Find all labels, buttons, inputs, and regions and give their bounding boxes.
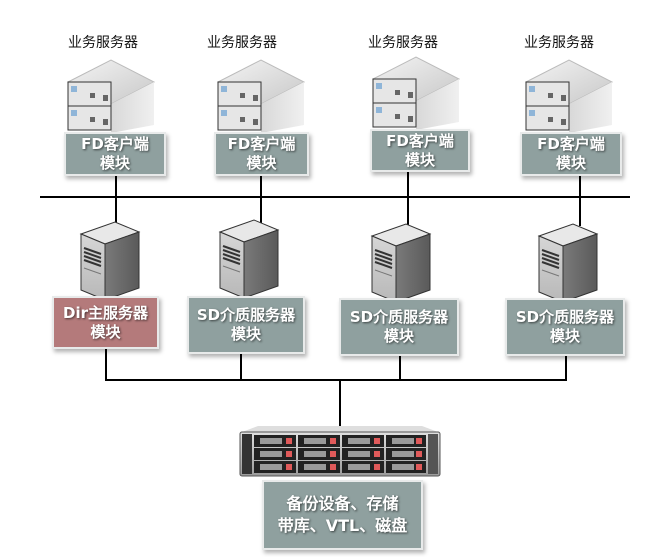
fd-client-module-box: FD客户端 模块: [520, 132, 622, 176]
module-label-line2: 模块: [404, 150, 435, 169]
connector-client-3: [407, 172, 409, 234]
fd-client-module-box: FD客户端 模块: [370, 129, 470, 172]
rack-server-icon: [66, 59, 156, 133]
rack-server-icon: [216, 59, 306, 133]
connector-client-2: [260, 176, 262, 224]
tower-server-icon: [79, 221, 141, 301]
business-server-title: 业务服务器: [207, 35, 277, 51]
storage-label-line2: 带库、VTL、磁盘: [277, 516, 408, 535]
network-bus-top: [40, 196, 630, 198]
module-label-line1: FD客户端: [386, 131, 454, 150]
connector-mid-1: [105, 346, 107, 381]
connector-client-1: [115, 176, 117, 236]
tower-server-icon: [537, 223, 599, 303]
module-label-line2: 模块: [99, 154, 130, 172]
module-label-line1: FD客户端: [81, 135, 149, 153]
fd-client-module-box: FD客户端 模块: [64, 132, 166, 176]
storage-label-line1: 备份设备、存储: [286, 494, 399, 513]
tower-server-icon: [370, 223, 432, 303]
business-server-title: 业务服务器: [68, 35, 138, 51]
sd-media-module-box: SD介质服务器 模块: [505, 298, 625, 356]
module-label-line1: FD客户端: [227, 135, 296, 153]
disk-array-icon: [239, 426, 441, 477]
sd-media-module-box: SD介质服务器 模块: [339, 298, 459, 356]
tower-server-icon: [218, 219, 280, 299]
connector-mid-4: [565, 356, 567, 381]
module-label-line2: 模块: [230, 325, 261, 343]
module-label-line1: SD介质服务器: [349, 308, 449, 326]
connector-client-4: [579, 176, 581, 226]
module-label-line2: 模块: [383, 327, 414, 345]
module-label-line2: 模块: [549, 327, 580, 345]
module-label-line1: FD客户端: [537, 135, 605, 153]
module-label-line1: SD介质服务器: [515, 308, 615, 326]
connector-storage-trunk: [339, 379, 341, 439]
fd-client-module-box: FD客户端 模块: [214, 132, 309, 176]
rack-server-icon: [524, 59, 614, 133]
module-label-line1: SD介质服务器: [196, 306, 296, 324]
module-label-line2: 模块: [555, 154, 586, 172]
module-label-line2: 模块: [246, 154, 277, 172]
backup-storage-box: 备份设备、存储 带库、VTL、磁盘: [262, 480, 423, 550]
rack-server-icon: [371, 56, 461, 130]
sd-media-module-box: SD介质服务器 模块: [187, 296, 305, 354]
module-label-line2: 模块: [90, 322, 121, 341]
business-server-title: 业务服务器: [524, 35, 594, 51]
network-bus-bottom: [105, 379, 566, 381]
business-server-title: 业务服务器: [368, 35, 438, 51]
dir-master-module-box: Dir主服务器 模块: [52, 296, 159, 349]
module-label-line1: Dir主服务器: [63, 303, 148, 322]
